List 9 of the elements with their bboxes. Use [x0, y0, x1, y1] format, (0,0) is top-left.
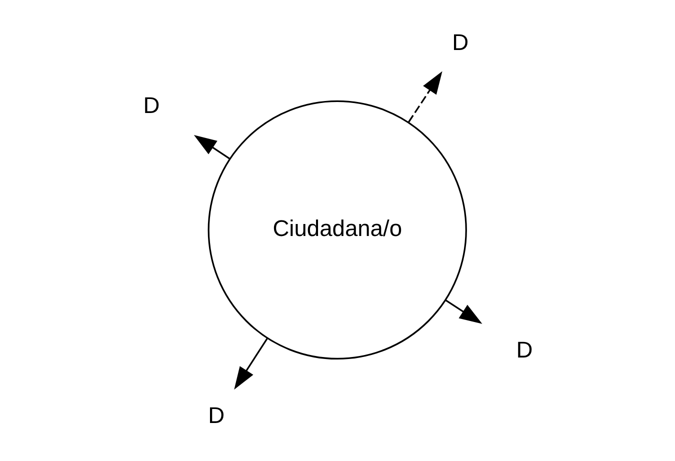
arrow — [234, 338, 268, 390]
node-text: D — [516, 336, 532, 362]
node-text: D — [208, 402, 224, 428]
arrow — [193, 135, 230, 160]
arrow — [407, 71, 442, 123]
node-text: D — [452, 28, 468, 55]
node-circle: Ciudadana/o — [207, 100, 466, 360]
arrow — [444, 300, 482, 324]
node-text: D — [142, 92, 160, 118]
